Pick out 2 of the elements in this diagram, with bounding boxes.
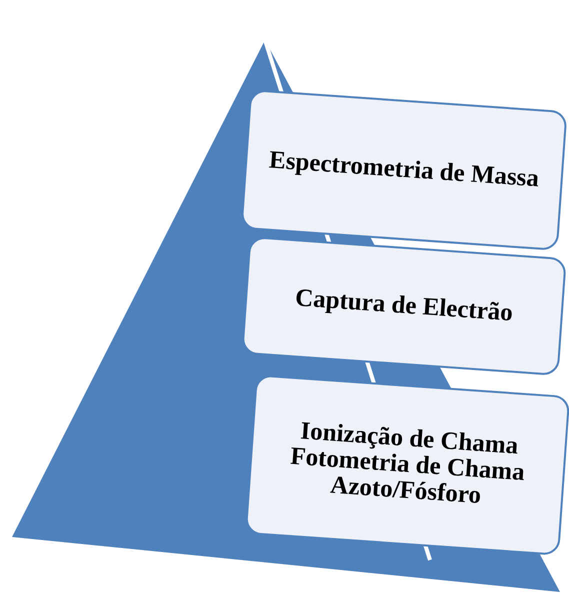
box-text: Espectrometria de Massa xyxy=(268,147,540,193)
box-text: Captura de Electrão xyxy=(294,285,514,327)
